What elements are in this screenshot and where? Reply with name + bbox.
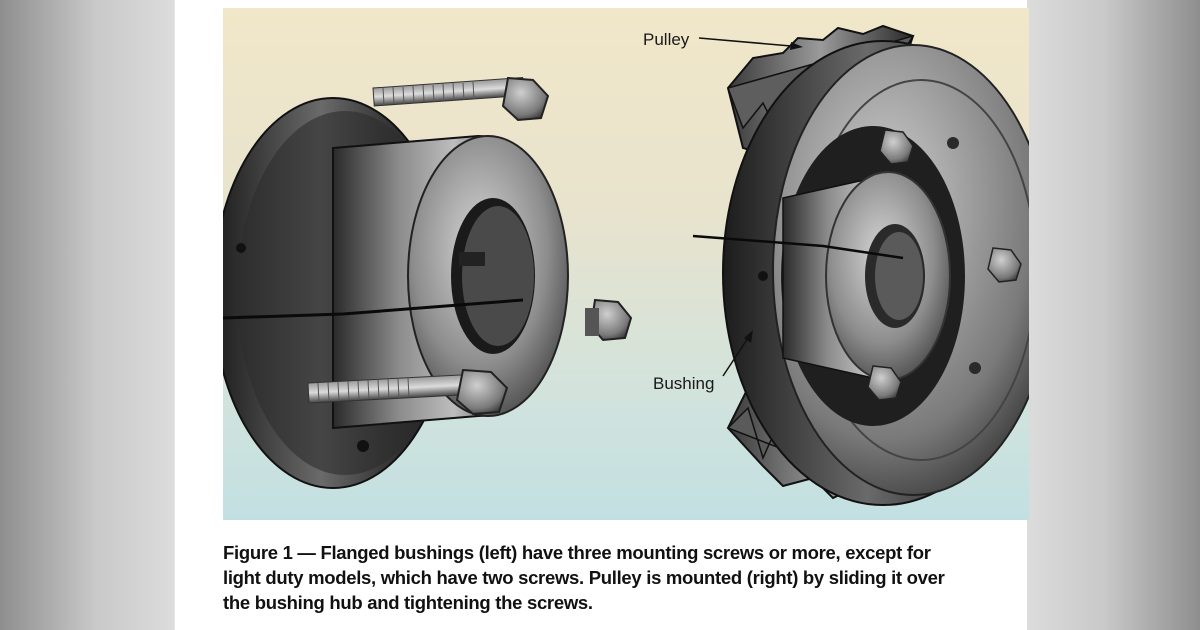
caption-line-3: the bushing hub and tightening the screw…: [223, 592, 593, 613]
caption-line-1: Figure 1 — Flanged bushings (left) have …: [223, 542, 931, 563]
pulley-leader: [698, 37, 803, 50]
mounting-screw-side: [585, 298, 633, 342]
pulley: [692, 24, 1029, 506]
mounting-screw-top: [372, 76, 550, 122]
bushing-label: Bushing: [653, 374, 715, 393]
bushing-pulley-drawing: [223, 24, 1029, 506]
pulley-label: Pulley: [643, 30, 690, 49]
caption-line-2: light duty models, which have two screws…: [223, 567, 945, 588]
mounting-screw-bottom: [307, 368, 509, 416]
figure-illustration: Pulley Bushing: [223, 8, 1029, 520]
figure-caption: Figure 1 — Flanged bushings (left) have …: [223, 540, 1003, 615]
flanged-bushing: [223, 97, 569, 489]
bushing-leader: [722, 330, 753, 377]
document-page: Pulley Bushing Figure 1 — Flanged bushin…: [175, 0, 1029, 630]
